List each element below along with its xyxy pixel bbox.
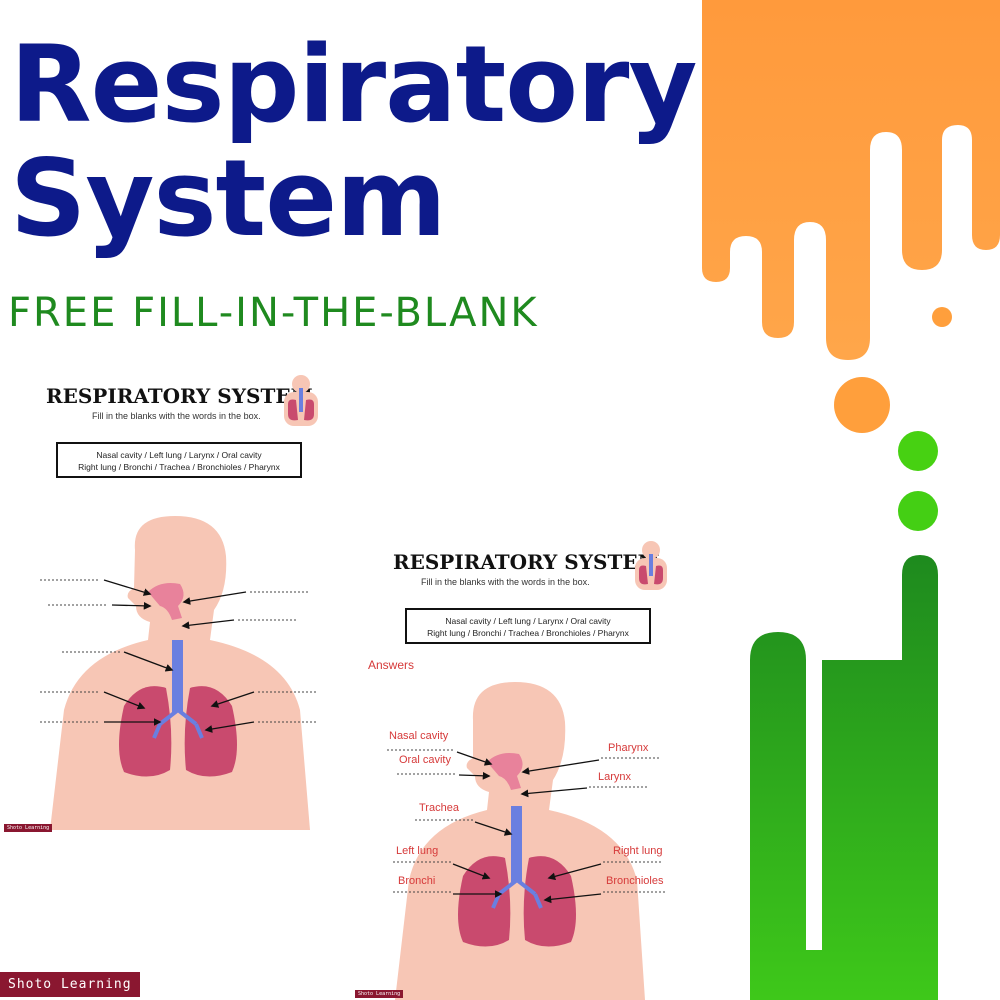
label-oral-cavity: Oral cavity — [399, 754, 451, 766]
word-box-answers: Nasal cavity / Left lung / Larynx / Oral… — [405, 608, 651, 644]
worksheet-instructions-answers: Fill in the blanks with the words in the… — [421, 577, 590, 587]
worksheet-title: RESPIRATORY SYSTEM — [46, 384, 313, 408]
worksheet-title-answers: RESPIRATORY SYSTEM — [393, 550, 660, 574]
word-box: Nasal cavity / Left lung / Larynx / Oral… — [56, 442, 302, 478]
label-nasal-cavity: Nasal cavity — [389, 730, 449, 742]
nasal-pharynx-shape — [148, 583, 184, 620]
green-pillar-shape — [750, 555, 938, 1000]
worksheet-instructions: Fill in the blanks with the words in the… — [92, 411, 261, 421]
word-box-line-2-answers: Right lung / Bronchi / Trachea / Bronchi… — [427, 628, 629, 638]
label-right-lung: Right lung — [613, 845, 663, 857]
green-drops-shape — [898, 431, 938, 531]
label-pharynx: Pharynx — [608, 742, 649, 754]
word-box-line-2: Right lung / Bronchi / Trachea / Bronchi… — [78, 462, 280, 472]
title-line-1: Respiratory — [10, 23, 697, 146]
label-left-lung: Left lung — [396, 845, 439, 857]
answer-underlines — [387, 749, 667, 893]
label-trachea: Trachea — [419, 802, 459, 814]
subtitle: FREE FILL-IN-THE-BLANK — [8, 290, 539, 336]
trachea-shape-answers — [511, 806, 522, 882]
trachea-shape — [172, 640, 183, 712]
answers-heading: Answers — [368, 658, 415, 672]
brand-tag-small-answers: Shoto Learning — [355, 990, 404, 998]
left-lung-shape — [119, 686, 172, 777]
respiratory-diagram-answers — [387, 682, 667, 1000]
label-arrows — [103, 579, 255, 733]
respiratory-diagram-blank — [40, 516, 318, 830]
brand-tag-small: Shoto Learning — [4, 824, 53, 832]
orange-drip-shape — [702, 0, 1000, 433]
blank-worksheet: RESPIRATORY SYSTEM Fill in the blanks wi… — [0, 360, 340, 840]
answer-worksheet: RESPIRATORY SYSTEM Fill in the blanks wi… — [355, 520, 685, 1000]
lungs-icon-answers — [635, 541, 667, 590]
brand-footer: Shoto Learning — [0, 972, 140, 997]
bronchi-shape-answers — [491, 878, 543, 909]
word-box-line-1-answers: Nasal cavity / Left lung / Larynx / Oral… — [445, 616, 611, 626]
label-larynx: Larynx — [598, 771, 632, 783]
lungs-icon — [284, 375, 318, 426]
blank-lines — [40, 579, 318, 723]
label-bronchioles: Bronchioles — [606, 875, 664, 887]
left-lung-shape-answers — [458, 856, 511, 947]
label-bronchi: Bronchi — [398, 875, 436, 887]
word-box-line-1: Nasal cavity / Left lung / Larynx / Oral… — [96, 450, 262, 460]
decorative-drips-graphic — [702, 0, 1000, 1000]
bronchi-shape — [152, 708, 204, 739]
page-title: Respiratory System — [10, 28, 697, 256]
nasal-pharynx-shape-answers — [487, 753, 523, 790]
answer-arrows — [452, 751, 602, 904]
title-line-2: System — [10, 137, 447, 260]
